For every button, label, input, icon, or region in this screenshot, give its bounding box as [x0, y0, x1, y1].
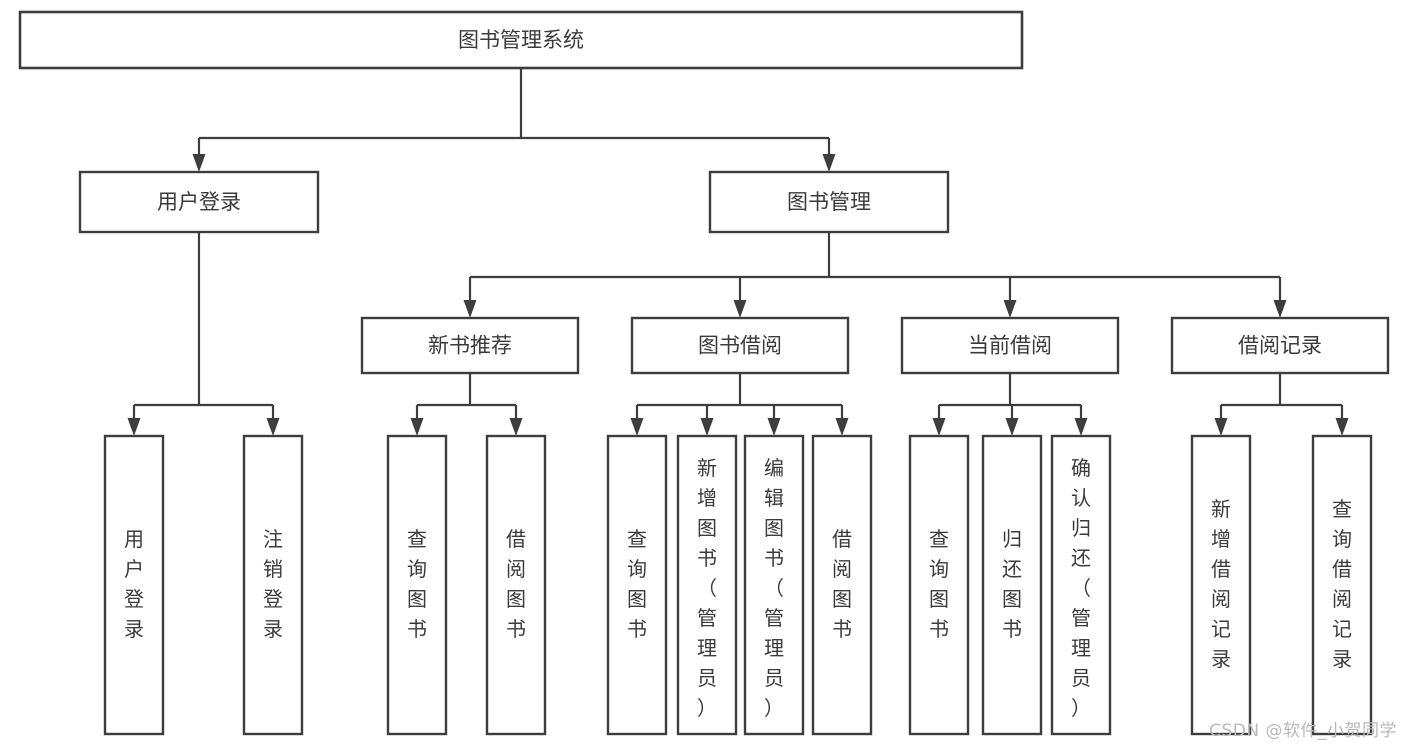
arrow-head-icon — [835, 418, 849, 436]
node-box[interactable] — [1311, 434, 1373, 736]
node-label: 新增图书（管理员） — [697, 456, 717, 720]
node-leaf-edit-book-admin[interactable]: 编辑图书（管理员） — [743, 434, 805, 736]
arrow-head-icon — [127, 418, 141, 436]
connector-group — [410, 373, 523, 436]
node-box[interactable] — [360, 316, 580, 375]
node-book-management[interactable]: 图书管理 — [708, 170, 950, 234]
node-box[interactable] — [743, 434, 805, 736]
node-leaf-borrow-book-recommend[interactable]: 借阅图书 — [485, 434, 547, 736]
arrow-head-icon — [192, 154, 206, 172]
node-label: 用户登录 — [124, 527, 144, 641]
node-box[interactable] — [1050, 434, 1112, 736]
arrow-head-icon — [1335, 418, 1349, 436]
node-label: 编辑图书（管理员） — [764, 456, 784, 720]
node-layer: 图书管理系统用户登录图书管理新书推荐图书借阅当前借阅借阅记录用户登录注销登录查询… — [18, 10, 1390, 736]
node-label: 图书借阅 — [698, 334, 782, 358]
arrow-head-icon — [1273, 300, 1287, 318]
node-box[interactable] — [1190, 434, 1252, 736]
node-box[interactable] — [103, 434, 165, 736]
node-box[interactable] — [708, 170, 950, 234]
node-book-borrow[interactable]: 图书借阅 — [630, 316, 850, 375]
arrow-head-icon — [700, 418, 714, 436]
node-label: 新增借阅记录 — [1211, 497, 1231, 671]
node-leaf-confirm-return-admin[interactable]: 确认归还（管理员） — [1050, 434, 1112, 736]
node-label: 查询图书 — [929, 527, 949, 641]
node-box[interactable] — [78, 170, 320, 234]
node-label: 归还图书 — [1002, 527, 1022, 641]
node-label: 图书管理系统 — [458, 28, 584, 52]
node-leaf-query-book-recommend[interactable]: 查询图书 — [386, 434, 448, 736]
node-new-book-recommend[interactable]: 新书推荐 — [360, 316, 580, 375]
connector-layer — [127, 68, 1349, 436]
arrow-head-icon — [1074, 418, 1088, 436]
node-leaf-query-book-current[interactable]: 查询图书 — [908, 434, 970, 736]
arrow-head-icon — [1214, 418, 1228, 436]
connector-group — [1214, 373, 1349, 436]
arrow-head-icon — [509, 418, 523, 436]
node-label: 图书管理 — [787, 190, 871, 214]
node-leaf-query-book-borrow[interactable]: 查询图书 — [606, 434, 668, 736]
node-user-login[interactable]: 用户登录 — [78, 170, 320, 234]
node-label: 借阅图书 — [832, 527, 852, 641]
arrow-head-icon — [767, 418, 781, 436]
node-borrow-record[interactable]: 借阅记录 — [1170, 316, 1390, 375]
node-label: 确认归还（管理员） — [1071, 456, 1091, 720]
arrow-head-icon — [410, 418, 424, 436]
connector-group — [192, 68, 836, 172]
node-leaf-borrow-book[interactable]: 借阅图书 — [811, 434, 873, 736]
node-leaf-return-book[interactable]: 归还图书 — [981, 434, 1043, 736]
arrow-head-icon — [630, 418, 644, 436]
node-box[interactable] — [606, 434, 668, 736]
arrow-head-icon — [463, 300, 477, 318]
node-box[interactable] — [900, 316, 1120, 375]
node-leaf-query-borrow-record[interactable]: 查询借阅记录 — [1311, 434, 1373, 736]
node-box[interactable] — [18, 10, 1024, 70]
connector-group — [932, 373, 1088, 436]
connector-group — [630, 373, 849, 436]
arrow-head-icon — [1003, 300, 1017, 318]
arrow-head-icon — [932, 418, 946, 436]
arrow-head-icon — [1005, 418, 1019, 436]
node-box[interactable] — [386, 434, 448, 736]
node-label: 新书推荐 — [428, 334, 512, 358]
node-label: 查询借阅记录 — [1332, 497, 1352, 671]
node-box[interactable] — [1170, 316, 1390, 375]
node-leaf-logout[interactable]: 注销登录 — [242, 434, 304, 736]
node-box[interactable] — [811, 434, 873, 736]
node-label: 借阅记录 — [1238, 334, 1322, 358]
arrow-head-icon — [733, 300, 747, 318]
node-box[interactable] — [908, 434, 970, 736]
node-label: 查询图书 — [627, 527, 647, 641]
node-label: 注销登录 — [263, 527, 283, 641]
node-label: 借阅图书 — [506, 527, 526, 641]
node-leaf-add-borrow-record[interactable]: 新增借阅记录 — [1190, 434, 1252, 736]
arrow-head-icon — [266, 418, 280, 436]
node-box[interactable] — [485, 434, 547, 736]
arrow-head-icon — [822, 154, 836, 172]
node-label: 查询图书 — [407, 527, 427, 641]
node-label: 用户登录 — [157, 190, 241, 214]
node-root[interactable]: 图书管理系统 — [18, 10, 1024, 70]
node-box[interactable] — [630, 316, 850, 375]
connector-group — [127, 232, 280, 436]
node-box[interactable] — [242, 434, 304, 736]
node-leaf-user-login[interactable]: 用户登录 — [103, 434, 165, 736]
node-leaf-add-book-admin[interactable]: 新增图书（管理员） — [676, 434, 738, 736]
connector-group — [463, 232, 1287, 318]
node-box[interactable] — [676, 434, 738, 736]
node-label: 当前借阅 — [968, 334, 1052, 358]
node-box[interactable] — [981, 434, 1043, 736]
node-current-borrow[interactable]: 当前借阅 — [900, 316, 1120, 375]
